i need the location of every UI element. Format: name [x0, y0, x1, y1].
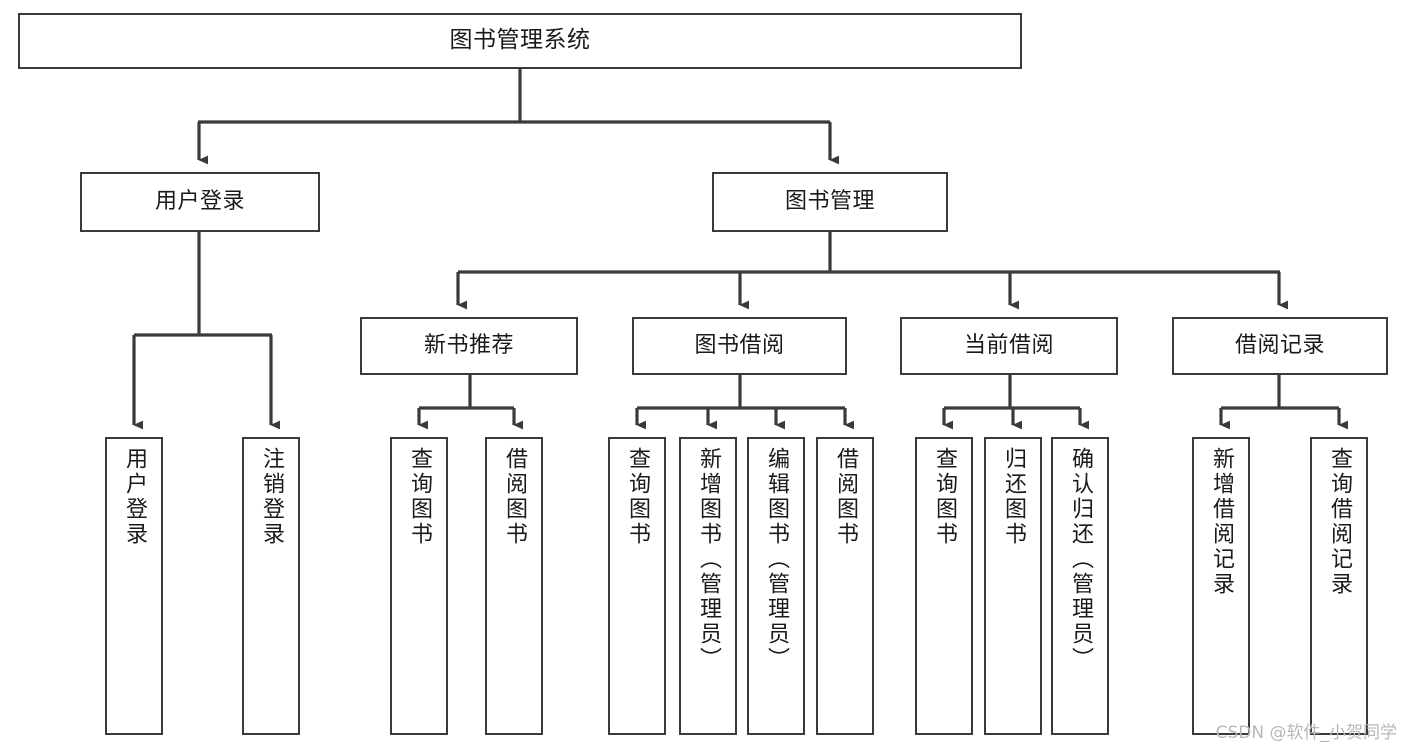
node-leaf-rec-search[interactable]: 查询借阅记录: [1310, 437, 1368, 735]
node-leaf-borrow-add[interactable]: 新增图书（管理员）: [679, 437, 737, 735]
node-book-borrow[interactable]: 图书借阅: [632, 317, 847, 375]
node-leaf-borrow-add-label: 新增图书（管理员）: [695, 447, 721, 672]
node-leaf-borrow-edit-label: 编辑图书（管理员）: [763, 447, 789, 672]
node-leaf-rec-search-label: 查询借阅记录: [1326, 447, 1352, 597]
node-borrow-record-label: 借阅记录: [1234, 333, 1325, 359]
node-new-book-rec-label: 新书推荐: [423, 333, 514, 359]
node-leaf-borrow-edit[interactable]: 编辑图书（管理员）: [747, 437, 805, 735]
node-borrow-record[interactable]: 借阅记录: [1172, 317, 1388, 375]
node-leaf-rec-add-label: 新增借阅记录: [1208, 447, 1234, 597]
node-leaf-cur-query-label: 查询图书: [931, 447, 957, 547]
node-leaf-rec-borrow[interactable]: 借阅图书: [485, 437, 543, 735]
node-leaf-cur-query[interactable]: 查询图书: [915, 437, 973, 735]
csdn-watermark: CSDN @软件_小贺同学: [1215, 723, 1397, 743]
node-leaf-rec-query-label: 查询图书: [406, 447, 432, 547]
node-user-login[interactable]: 用户登录: [80, 172, 320, 232]
node-leaf-user-logout-label: 注销登录: [258, 447, 284, 547]
node-leaf-borrow-do[interactable]: 借阅图书: [816, 437, 874, 735]
node-leaf-cur-confirm[interactable]: 确认归还（管理员）: [1051, 437, 1109, 735]
node-book-manage[interactable]: 图书管理: [712, 172, 948, 232]
node-book-manage-label: 图书管理: [784, 189, 875, 215]
node-root-label: 图书管理系统: [449, 27, 591, 54]
node-leaf-cur-return[interactable]: 归还图书: [984, 437, 1042, 735]
node-leaf-borrow-query[interactable]: 查询图书: [608, 437, 666, 735]
node-leaf-borrow-do-label: 借阅图书: [832, 447, 858, 547]
node-book-borrow-label: 图书借阅: [694, 333, 785, 359]
node-current-borrow-label: 当前借阅: [963, 333, 1054, 359]
node-current-borrow[interactable]: 当前借阅: [900, 317, 1118, 375]
node-root[interactable]: 图书管理系统: [18, 13, 1022, 69]
node-leaf-borrow-query-label: 查询图书: [624, 447, 650, 547]
node-leaf-user-login-label: 用户登录: [121, 447, 147, 547]
node-new-book-rec[interactable]: 新书推荐: [360, 317, 578, 375]
node-leaf-user-logout[interactable]: 注销登录: [242, 437, 300, 735]
node-leaf-cur-confirm-label: 确认归还（管理员）: [1067, 447, 1093, 672]
node-leaf-rec-add[interactable]: 新增借阅记录: [1192, 437, 1250, 735]
node-user-login-label: 用户登录: [154, 189, 245, 215]
node-leaf-rec-borrow-label: 借阅图书: [501, 447, 527, 547]
node-leaf-cur-return-label: 归还图书: [1000, 447, 1026, 547]
node-leaf-rec-query[interactable]: 查询图书: [390, 437, 448, 735]
node-leaf-user-login[interactable]: 用户登录: [105, 437, 163, 735]
